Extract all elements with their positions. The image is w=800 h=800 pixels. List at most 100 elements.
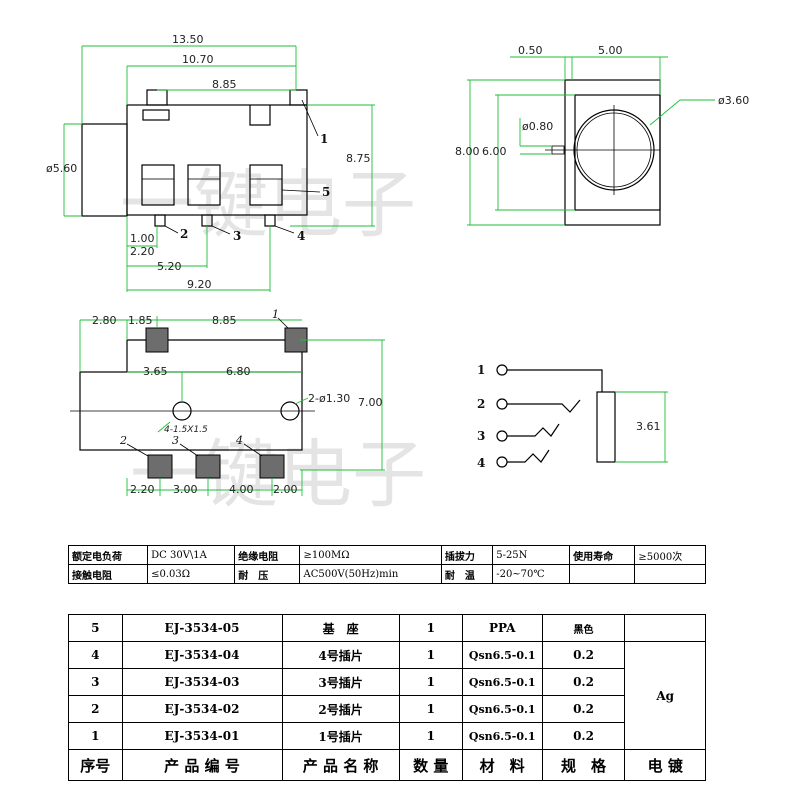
spec-cell: 耐 温: [440, 564, 494, 584]
dim-hole: ø3.60: [718, 94, 749, 107]
pin-label-3: 3: [233, 229, 241, 243]
dim-offset: 2.80: [92, 314, 117, 327]
pin-label-1: 1: [320, 132, 328, 146]
header-code: 产 品 编 号: [121, 749, 283, 781]
dim-p1: 1.00: [130, 232, 155, 245]
parts-qty: 1: [398, 668, 463, 696]
parts-no: 3: [68, 668, 123, 696]
dim-d: 3.00: [173, 483, 198, 496]
dim-tab: 8.85: [212, 78, 237, 91]
dim-holes: 2-ø1.30: [308, 392, 350, 405]
dim-body: 10.70: [182, 53, 214, 66]
spec-cell: ≥100MΩ: [299, 545, 442, 565]
parts-row: 5 EJ-3534-05 基 座 1 PPA 黑色: [68, 614, 706, 642]
dim-overall: 13.50: [172, 33, 204, 46]
schematic: 1 2 3 4 3.61: [477, 363, 668, 470]
sch-pin-1: 1: [477, 363, 485, 377]
parts-code: EJ-3534-03: [121, 668, 283, 696]
dim-p4: 9.20: [187, 278, 212, 291]
parts-qty: 1: [398, 722, 463, 750]
parts-row: 3 EJ-3534-03 3号插片 1 Qsn6.5-0.1 0.2: [68, 668, 706, 696]
header-name: 产 品 名 称: [281, 749, 400, 781]
parts-qty: 1: [398, 641, 463, 669]
parts-plating: Ag: [624, 641, 706, 750]
parts-material: PPA: [461, 614, 543, 642]
spec-cell: 额定电负荷: [67, 545, 149, 565]
parts-row: 2 EJ-3534-02 2号插片 1 Qsn6.5-0.1 0.2: [68, 695, 706, 723]
parts-table: 5 EJ-3534-05 基 座 1 PPA 黑色 4 EJ-3534-04 4…: [68, 614, 706, 781]
dim-pin: ø0.80: [522, 120, 553, 133]
dim-c: 2.20: [130, 483, 155, 496]
dim-f: 2.00: [273, 483, 298, 496]
parts-code: EJ-3534-01: [121, 722, 283, 750]
dim-p3: 5.20: [157, 260, 182, 273]
parts-code: EJ-3534-02: [121, 695, 283, 723]
dim-p2: 2.20: [130, 245, 155, 258]
parts-name: 2号插片: [281, 695, 400, 723]
parts-name: 4号插片: [281, 641, 400, 669]
spec-cell: 5-25N: [492, 545, 571, 565]
parts-row: 1 EJ-3534-01 1号插片 1 Qsn6.5-0.1 0.2: [68, 722, 706, 750]
parts-name: 基 座: [281, 614, 400, 642]
pcb-pin-3: 3: [172, 434, 179, 447]
spec-cell: ≤0.03Ω: [147, 564, 236, 584]
parts-spec: 0.2: [541, 668, 626, 696]
parts-material: Qsn6.5-0.1: [461, 695, 543, 723]
dim-b: 6.80: [226, 365, 251, 378]
parts-spec: 0.2: [541, 722, 626, 750]
header-qty: 数 量: [398, 749, 463, 781]
header-plating: 电 镀: [624, 749, 706, 781]
spec-cell: DC 30V\1A: [147, 545, 236, 565]
pcb-pin-1: 1: [272, 308, 279, 321]
spec-cell: 绝缘电阻: [234, 545, 301, 565]
pin-label-2: 2: [180, 227, 188, 241]
dim-a: 3.65: [143, 365, 168, 378]
parts-no: 4: [68, 641, 123, 669]
spec-cell: 使用寿命: [569, 545, 636, 565]
parts-no: 1: [68, 722, 123, 750]
parts-name: 3号插片: [281, 668, 400, 696]
sch-pin-4: 4: [477, 456, 485, 470]
dim-height: 8.75: [346, 152, 371, 165]
dim-pads-note: 4-1.5X1.5: [164, 425, 208, 435]
side-view: 0.50 5.00 ø3.60 8.00 6.00 ø0.80: [455, 44, 749, 226]
pcb-layout: 2.80 1.85 8.85 3.65 6.80 2-ø1.30 7.00 4-…: [70, 308, 385, 496]
spec-cell: 插拔力: [440, 545, 494, 565]
parts-header-row: 序号 产 品 编 号 产 品 名 称 数 量 材 料 规 格 电 镀: [68, 749, 706, 781]
dim-diameter: ø5.60: [46, 162, 77, 175]
parts-spec: 0.2: [541, 695, 626, 723]
dim-e: 4.00: [229, 483, 254, 496]
spec-cell: 接触电阻: [67, 564, 149, 584]
header-no: 序号: [68, 749, 123, 781]
sch-pin-3: 3: [477, 429, 485, 443]
parts-qty: 1: [398, 614, 463, 642]
pin-label-4: 4: [297, 229, 305, 243]
header-material: 材 料: [461, 749, 543, 781]
pcb-pin-2: 2: [119, 434, 127, 447]
parts-qty: 1: [398, 695, 463, 723]
dim-pcb-height: 7.00: [358, 396, 383, 409]
parts-plating-empty: [624, 614, 706, 642]
spec-cell: [634, 564, 706, 584]
header-spec: 规 格: [541, 749, 626, 781]
dim-inner: 6.00: [482, 145, 507, 158]
parts-spec: 0.2: [541, 641, 626, 669]
parts-code: EJ-3534-05: [121, 614, 283, 642]
pcb-pin-4: 4: [235, 434, 243, 447]
parts-material: Qsn6.5-0.1: [461, 668, 543, 696]
pin-label-5: 5: [322, 185, 330, 199]
dim-outer: 8.00: [455, 145, 480, 158]
spec-row: 额定电负荷 DC 30V\1A 绝缘电阻 ≥100MΩ 插拔力 5-25N 使用…: [67, 545, 706, 565]
spec-cell: AC500V(50Hz)min: [299, 564, 442, 584]
parts-no: 2: [68, 695, 123, 723]
spec-cell: 耐 压: [234, 564, 301, 584]
top-view: 13.50 10.70 8.85 ø5.60 8.75 1.00 2.20 5.…: [46, 33, 375, 292]
parts-material: Qsn6.5-0.1: [461, 641, 543, 669]
dim-pad: 1.85: [128, 314, 153, 327]
dim-spacing: 8.85: [212, 314, 237, 327]
technical-drawing: 一键电子 一键电子 13.50 10.70 8.85 ø5.60: [46, 33, 749, 518]
parts-name: 1号插片: [281, 722, 400, 750]
parts-code: EJ-3534-04: [121, 641, 283, 669]
sch-pin-2: 2: [477, 397, 485, 411]
dim-width: 5.00: [598, 44, 623, 57]
